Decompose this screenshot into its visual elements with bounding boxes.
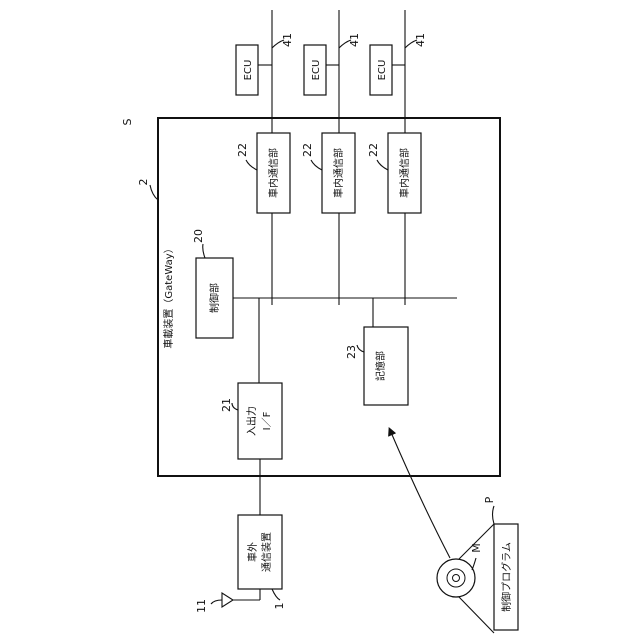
ecu-ref-2: 41 [339, 33, 361, 48]
svg-text:22: 22 [301, 143, 314, 157]
io-interface-box: 入出力 I／F [238, 383, 282, 459]
svg-text:I／F: I／F [261, 411, 273, 430]
install-arrow [390, 430, 450, 558]
gateway-title: 車載装置（GateWay） [162, 243, 175, 348]
svg-text:P: P [483, 496, 496, 503]
svg-text:2: 2 [137, 179, 150, 186]
svg-text:車内通信部: 車内通信部 [332, 148, 345, 198]
svg-text:41: 41 [414, 33, 427, 47]
svg-text:記憶部: 記憶部 [374, 351, 387, 381]
svg-text:通信装置: 通信装置 [260, 532, 273, 572]
svg-text:22: 22 [236, 143, 249, 157]
disc-icon [437, 559, 475, 597]
control-unit-ref: 20 [192, 229, 205, 258]
external-comm-ref: 1 [272, 589, 286, 610]
in-vehicle-comm-unit-3: 車内通信部 [388, 133, 421, 213]
svg-text:41: 41 [281, 33, 294, 47]
ecu-label: ECU [311, 60, 322, 81]
comm-ref-3: 22 [367, 143, 388, 170]
svg-text:23: 23 [345, 345, 358, 359]
svg-text:制御部: 制御部 [208, 283, 221, 313]
ecu-box-2: ECU [304, 45, 326, 95]
svg-text:20: 20 [192, 229, 205, 243]
antenna-icon [222, 593, 233, 607]
storage-unit-ref: 23 [345, 345, 364, 359]
ecu-ref-1: 41 [272, 33, 294, 48]
svg-text:M: M [470, 543, 483, 553]
gateway-ref: 2 [137, 179, 158, 201]
in-vehicle-comm-unit-2: 車内通信部 [322, 133, 355, 213]
svg-text:22: 22 [367, 143, 380, 157]
svg-text:11: 11 [195, 599, 208, 613]
medium-ref: M [470, 543, 483, 570]
ecu-label: ECU [243, 60, 254, 81]
ecu-label: ECU [377, 60, 388, 81]
svg-text:車内通信部: 車内通信部 [267, 148, 280, 198]
svg-text:21: 21 [220, 398, 233, 412]
svg-text:41: 41 [348, 33, 361, 47]
control-program-box: 制御プログラム [494, 524, 518, 630]
program-ref: P [483, 496, 496, 524]
s-label: S [121, 118, 134, 125]
svg-text:車外: 車外 [246, 542, 259, 562]
comm-ref-2: 22 [301, 143, 322, 170]
storage-unit-box: 記憶部 [364, 327, 408, 405]
control-unit-box: 制御部 [196, 258, 233, 338]
ecu-ref-3: 41 [405, 33, 427, 48]
svg-text:1: 1 [273, 603, 286, 610]
svg-text:制御プログラム: 制御プログラム [500, 542, 513, 612]
antenna-ref: 11 [195, 599, 222, 613]
ecu-box-3: ECU [370, 45, 392, 95]
ecu-box-1: ECU [236, 45, 258, 95]
svg-text:入出力: 入出力 [245, 406, 258, 436]
comm-ref-1: 22 [236, 143, 257, 170]
in-vehicle-comm-unit-1: 車内通信部 [257, 133, 290, 213]
external-comm-device-box: 車外 通信装置 [238, 515, 282, 589]
svg-text:車内通信部: 車内通信部 [398, 148, 411, 198]
io-interface-ref: 21 [220, 398, 238, 412]
